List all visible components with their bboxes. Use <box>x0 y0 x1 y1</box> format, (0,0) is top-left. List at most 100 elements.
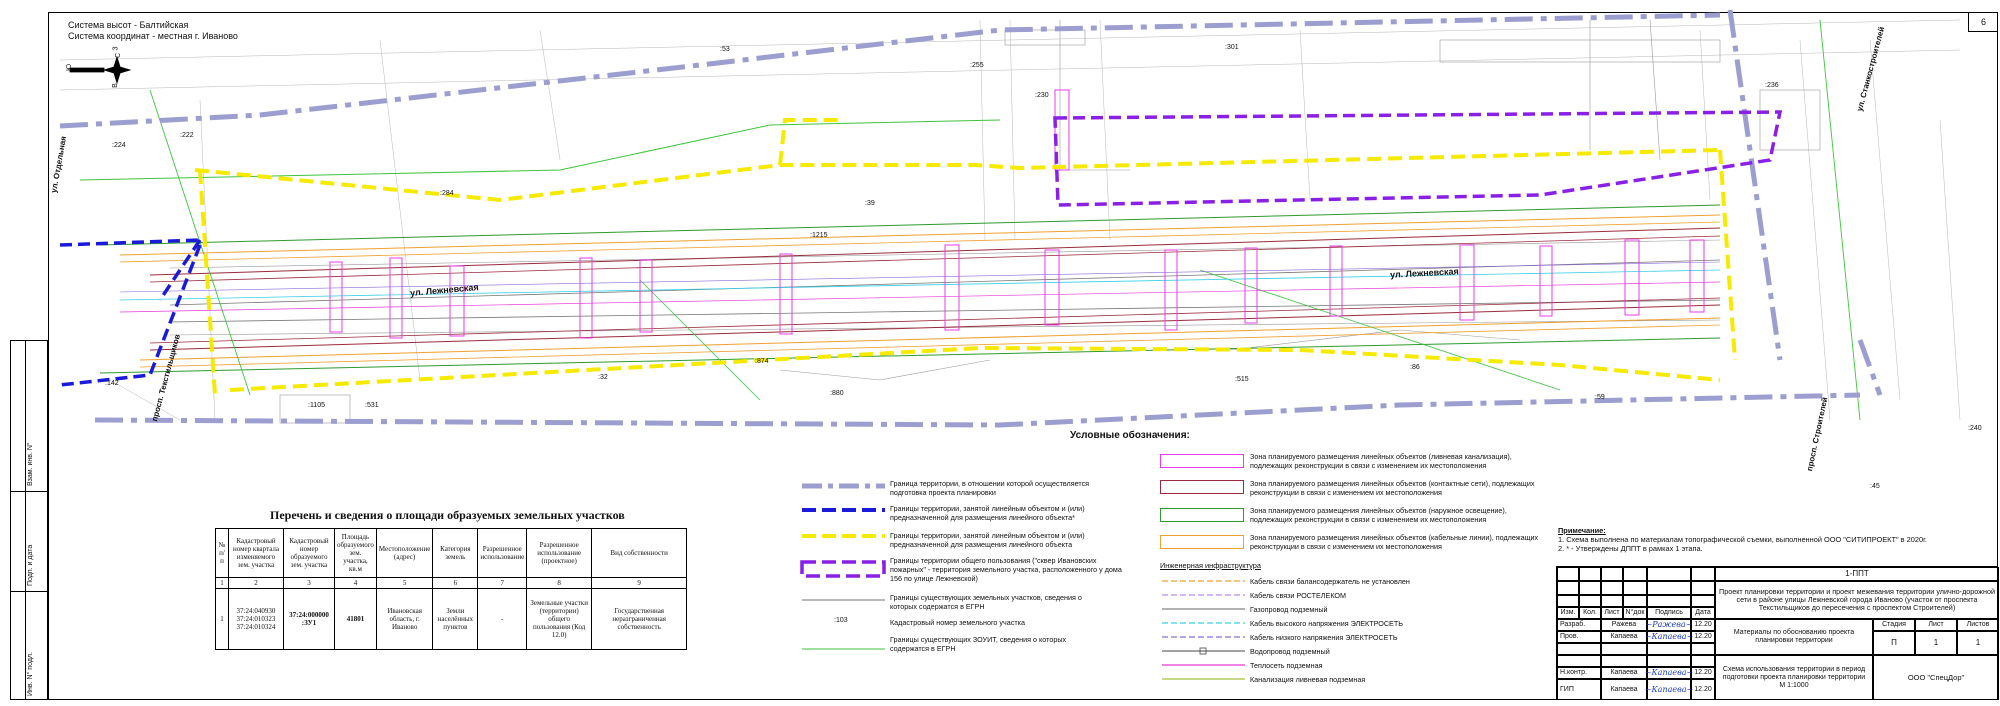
legend-zone-swatch <box>1160 480 1244 494</box>
gip-role: ГИП <box>1557 679 1601 700</box>
plot-label: :236 <box>1765 82 1779 89</box>
plot-label: :86 <box>1410 364 1420 371</box>
plots-table: № п/п Кадастровый номер квартала изменяе… <box>215 528 688 650</box>
header-cell: Местоположение (адрес) <box>375 528 434 578</box>
number-cell: 3 <box>283 577 335 589</box>
legend-infra-swatches <box>1162 580 1245 680</box>
legend-zone: Зона планируемого размещения линейных об… <box>1250 506 1507 524</box>
razrab-name: Ражева <box>1601 619 1647 631</box>
prov-name: Капаева <box>1601 631 1647 643</box>
razrab-role: Разраб. <box>1557 619 1601 631</box>
cell-n: 1 <box>215 588 229 650</box>
nkontr-name: Капаева <box>1601 667 1647 679</box>
side-stamp-vzam-inv: Взам. инв. N° <box>27 442 34 486</box>
compass-east: В <box>111 83 119 88</box>
plot-label: :230 <box>1035 92 1049 99</box>
header-cell: № п/п <box>215 528 229 578</box>
razrab-signature: ~Ражева~ <box>1645 619 1693 631</box>
col-izm: Изм. <box>1557 607 1579 619</box>
prov-date: 12.20 <box>1691 631 1715 643</box>
stage-value: П <box>1873 631 1915 655</box>
legend-zone-swatch <box>1160 535 1244 549</box>
plot-label: :32 <box>598 374 608 381</box>
col-date: Дата <box>1691 607 1715 619</box>
number-cell: 5 <box>375 577 434 589</box>
project-cell: Проект планировки территории и проект ме… <box>1715 581 1999 619</box>
plot-label: :39 <box>865 200 875 207</box>
legend-infra-item: Кабель связи РОСТЕЛЕКОМ <box>1250 591 1347 600</box>
title-block: 1-ППТ Проект планировки территории и про… <box>1556 566 1999 700</box>
cell-permitted: - <box>477 588 528 650</box>
legend-infra-item: Кабель высокого напряжения ЭЛЕКТРОСЕТЬ <box>1250 619 1403 628</box>
col-doc: N°док <box>1623 607 1647 619</box>
scheme-cell: Схема использования территории в период … <box>1715 655 1873 700</box>
notes-title: Примечание: <box>1558 526 1606 535</box>
table-header-row: № п/п Кадастровый номер квартала изменяе… <box>215 528 688 578</box>
plot-label: :53 <box>720 46 730 53</box>
legend-infra-item: Теплосеть подземная <box>1250 661 1323 670</box>
header-cell: Разрешенное использование <box>477 528 528 578</box>
legend-item: Границы существующих земельных участков,… <box>890 593 1082 611</box>
gip-signature: ~Капаева~ <box>1645 679 1693 700</box>
plot-label: :142 <box>105 380 119 387</box>
legend-item: Граница территории, в отношении которой … <box>890 479 1090 497</box>
legend-zone: Зона планируемого размещения линейных об… <box>1250 452 1512 470</box>
cell-ownership: Государственная неразграниченная собстве… <box>591 588 688 650</box>
compass-west: З <box>112 46 120 51</box>
legend-infra-item: Канализация ливневая подземная <box>1250 675 1366 684</box>
number-cell: 9 <box>591 577 688 589</box>
legend-zone: Зона планируемого размещения линейных об… <box>1250 533 1539 551</box>
plot-label: :222 <box>180 132 194 139</box>
header-cell: Кадастровый номер квартала изменяемого з… <box>228 528 284 578</box>
table-row: 1 37:24:040930 37:24:010323 37:24:010324… <box>215 588 688 650</box>
plot-label: :240 <box>1968 425 1982 432</box>
legend-zone: Зона планируемого размещения линейных об… <box>1250 479 1535 497</box>
side-stamp-inv-podl: Инв. N° подл. <box>27 652 34 696</box>
legend-infra-title: Инженерная инфраструктура <box>1160 561 1261 570</box>
legend-infra-item: Водопровод подземный <box>1250 647 1330 656</box>
plot-label: :880 <box>830 390 844 397</box>
header-cell: Кадастровый номер образуемого зем. участ… <box>283 528 335 578</box>
legend-infra-item: Кабель низкого напряжения ЭЛЕКТРОСЕТЬ <box>1250 633 1398 642</box>
table-number-row: 1 2 3 4 5 6 7 8 9 <box>215 577 688 589</box>
gip-date: 12.20 <box>1691 679 1715 700</box>
sheets-label: Листов <box>1957 619 1999 631</box>
coord-system-text: Система координат - местная г. Иваново <box>68 31 238 41</box>
plot-label: :1215 <box>810 232 828 239</box>
side-stamp-podp-data: Подп. и дата <box>27 544 34 586</box>
cell-permitted-project: Земельные участки (территории) общего по… <box>526 588 593 650</box>
header-cell: Разрешенное использование (проектное) <box>526 528 593 578</box>
header-cell: Площадь образуемого зем. участка, кв.м <box>334 528 377 578</box>
plots-table-title: Перечень и сведения о площади образуемых… <box>270 508 625 522</box>
plot-label: :301 <box>1225 44 1239 51</box>
prov-role: Пров. <box>1557 631 1601 643</box>
number-cell: 1 <box>215 577 229 589</box>
note-item: 1. Схема выполнена по материалам топогра… <box>1558 535 1927 544</box>
cell-quarter: 37:24:040930 37:24:010323 37:24:010324 <box>228 588 284 650</box>
drawing-frame <box>48 12 1998 700</box>
plot-label: :224 <box>112 142 126 149</box>
legend-infra-item: Кабель связи балансодержатель не установ… <box>1250 577 1410 586</box>
plot-label: :1105 <box>308 402 325 409</box>
prov-signature: ~Капаева~ <box>1644 631 1694 643</box>
razrab-date: 12.20 <box>1691 619 1715 631</box>
coordinate-info: Система высот - Балтийская Система коорд… <box>68 20 238 42</box>
nkontr-signature: ~Капаева~ <box>1644 667 1694 679</box>
side-stamp: Инв. N° подл. Подп. и дата Взам. инв. N° <box>10 340 48 700</box>
cell-area: 41801 <box>334 588 377 650</box>
cell-category: Земли населённых пунктов <box>432 588 479 650</box>
legend-item: Кадастровый номер земельного участка <box>890 618 1025 627</box>
gip-name: Капаева <box>1601 679 1647 700</box>
plot-label: :515 <box>1235 376 1249 383</box>
legend-zone-swatch <box>1160 508 1244 522</box>
code-cell: 1-ППТ <box>1715 567 1999 581</box>
plot-label: :59 <box>1595 394 1605 401</box>
legend-cadastral-sample: :103 <box>834 617 848 624</box>
cell-address: Ивановская область, г. Иваново <box>375 588 434 650</box>
stage-label: Стадия <box>1873 619 1915 631</box>
legend-item: Границы территории, занятой линейным объ… <box>890 504 1085 522</box>
compass-south: Ю <box>66 63 74 72</box>
nkontr-date: 12.20 <box>1691 667 1715 679</box>
